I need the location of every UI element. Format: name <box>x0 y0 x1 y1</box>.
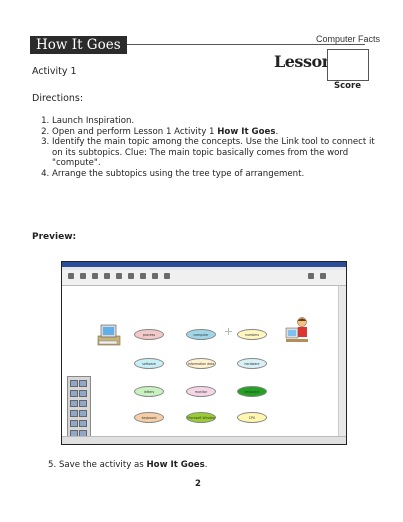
palette-cell[interactable] <box>79 380 87 387</box>
concept-node[interactable]: hardware <box>237 358 267 369</box>
toolbar-icon <box>80 273 86 279</box>
score-label: Score <box>334 81 361 91</box>
concept-node[interactable]: CPU <box>237 412 267 423</box>
step-item: Launch Inspiration. <box>52 116 382 127</box>
canvas-crosshair <box>228 328 229 335</box>
concept-node[interactable]: software <box>134 358 164 369</box>
score-box[interactable] <box>327 49 369 81</box>
corner-tag: Computer Facts <box>316 34 381 44</box>
toolbar-icon <box>308 273 314 279</box>
toolbar-icon <box>104 273 110 279</box>
preview-label: Preview: <box>32 232 77 242</box>
computer-clipart-icon <box>97 324 121 346</box>
palette-cell[interactable] <box>79 420 87 427</box>
preview-titlebar <box>62 262 346 267</box>
concept-node[interactable]: letters <box>134 386 164 397</box>
concept-node[interactable]: numbers <box>237 329 267 340</box>
palette-cell[interactable] <box>70 410 78 417</box>
boy-at-computer-clipart-icon <box>285 317 308 342</box>
lesson-logo-text: Lesson <box>274 52 333 71</box>
page-title: How It Goes <box>30 36 127 54</box>
palette-cell[interactable] <box>79 400 87 407</box>
step-item: Identify the main topic among the concep… <box>52 137 382 169</box>
concept-node[interactable]: keyboard <box>134 412 164 423</box>
toolbar-icon <box>116 273 122 279</box>
preview-horizontal-scrollbar[interactable] <box>62 436 346 444</box>
toolbar-icon <box>140 273 146 279</box>
preview-toolbar <box>62 270 346 286</box>
step-item: Arrange the subtopics using the tree typ… <box>52 169 382 180</box>
symbol-palette[interactable] <box>67 376 91 444</box>
title-rule <box>30 44 365 45</box>
palette-cell[interactable] <box>70 380 78 387</box>
preview-menubar <box>62 267 346 270</box>
concept-node[interactable]: monitor <box>186 386 216 397</box>
toolbar-icon <box>152 273 158 279</box>
palette-cell[interactable] <box>70 420 78 427</box>
concept-node[interactable]: computer <box>186 329 216 340</box>
toolbar-icon <box>164 273 170 279</box>
preview-vertical-scrollbar[interactable] <box>338 286 346 436</box>
step-item: 5. Save the activity as How It Goes. <box>48 460 208 470</box>
concept-node[interactable]: Microsoft Windows <box>186 412 216 423</box>
preview-screenshot: process computer numbers software informatio… <box>61 261 347 445</box>
toolbar-icon <box>128 273 134 279</box>
palette-cell[interactable] <box>79 410 87 417</box>
toolbar-icon <box>92 273 98 279</box>
activity-heading: Activity 1 <box>32 66 77 77</box>
page-number: 2 <box>195 479 201 489</box>
toolbar-icon <box>68 273 74 279</box>
concept-node[interactable]: keyboard <box>237 386 267 397</box>
concept-node[interactable]: information data <box>186 358 216 369</box>
directions-label: Directions: <box>32 93 84 104</box>
palette-cell[interactable] <box>70 400 78 407</box>
concept-node[interactable]: process <box>134 329 164 340</box>
steps-list: Launch Inspiration. Open and perform Les… <box>36 116 382 180</box>
toolbar-icon <box>320 273 326 279</box>
step-item: Open and perform Lesson 1 Activity 1 How… <box>52 127 382 138</box>
palette-cell[interactable] <box>79 390 87 397</box>
preview-canvas: process computer numbers software informatio… <box>62 286 338 444</box>
palette-cell[interactable] <box>70 390 78 397</box>
